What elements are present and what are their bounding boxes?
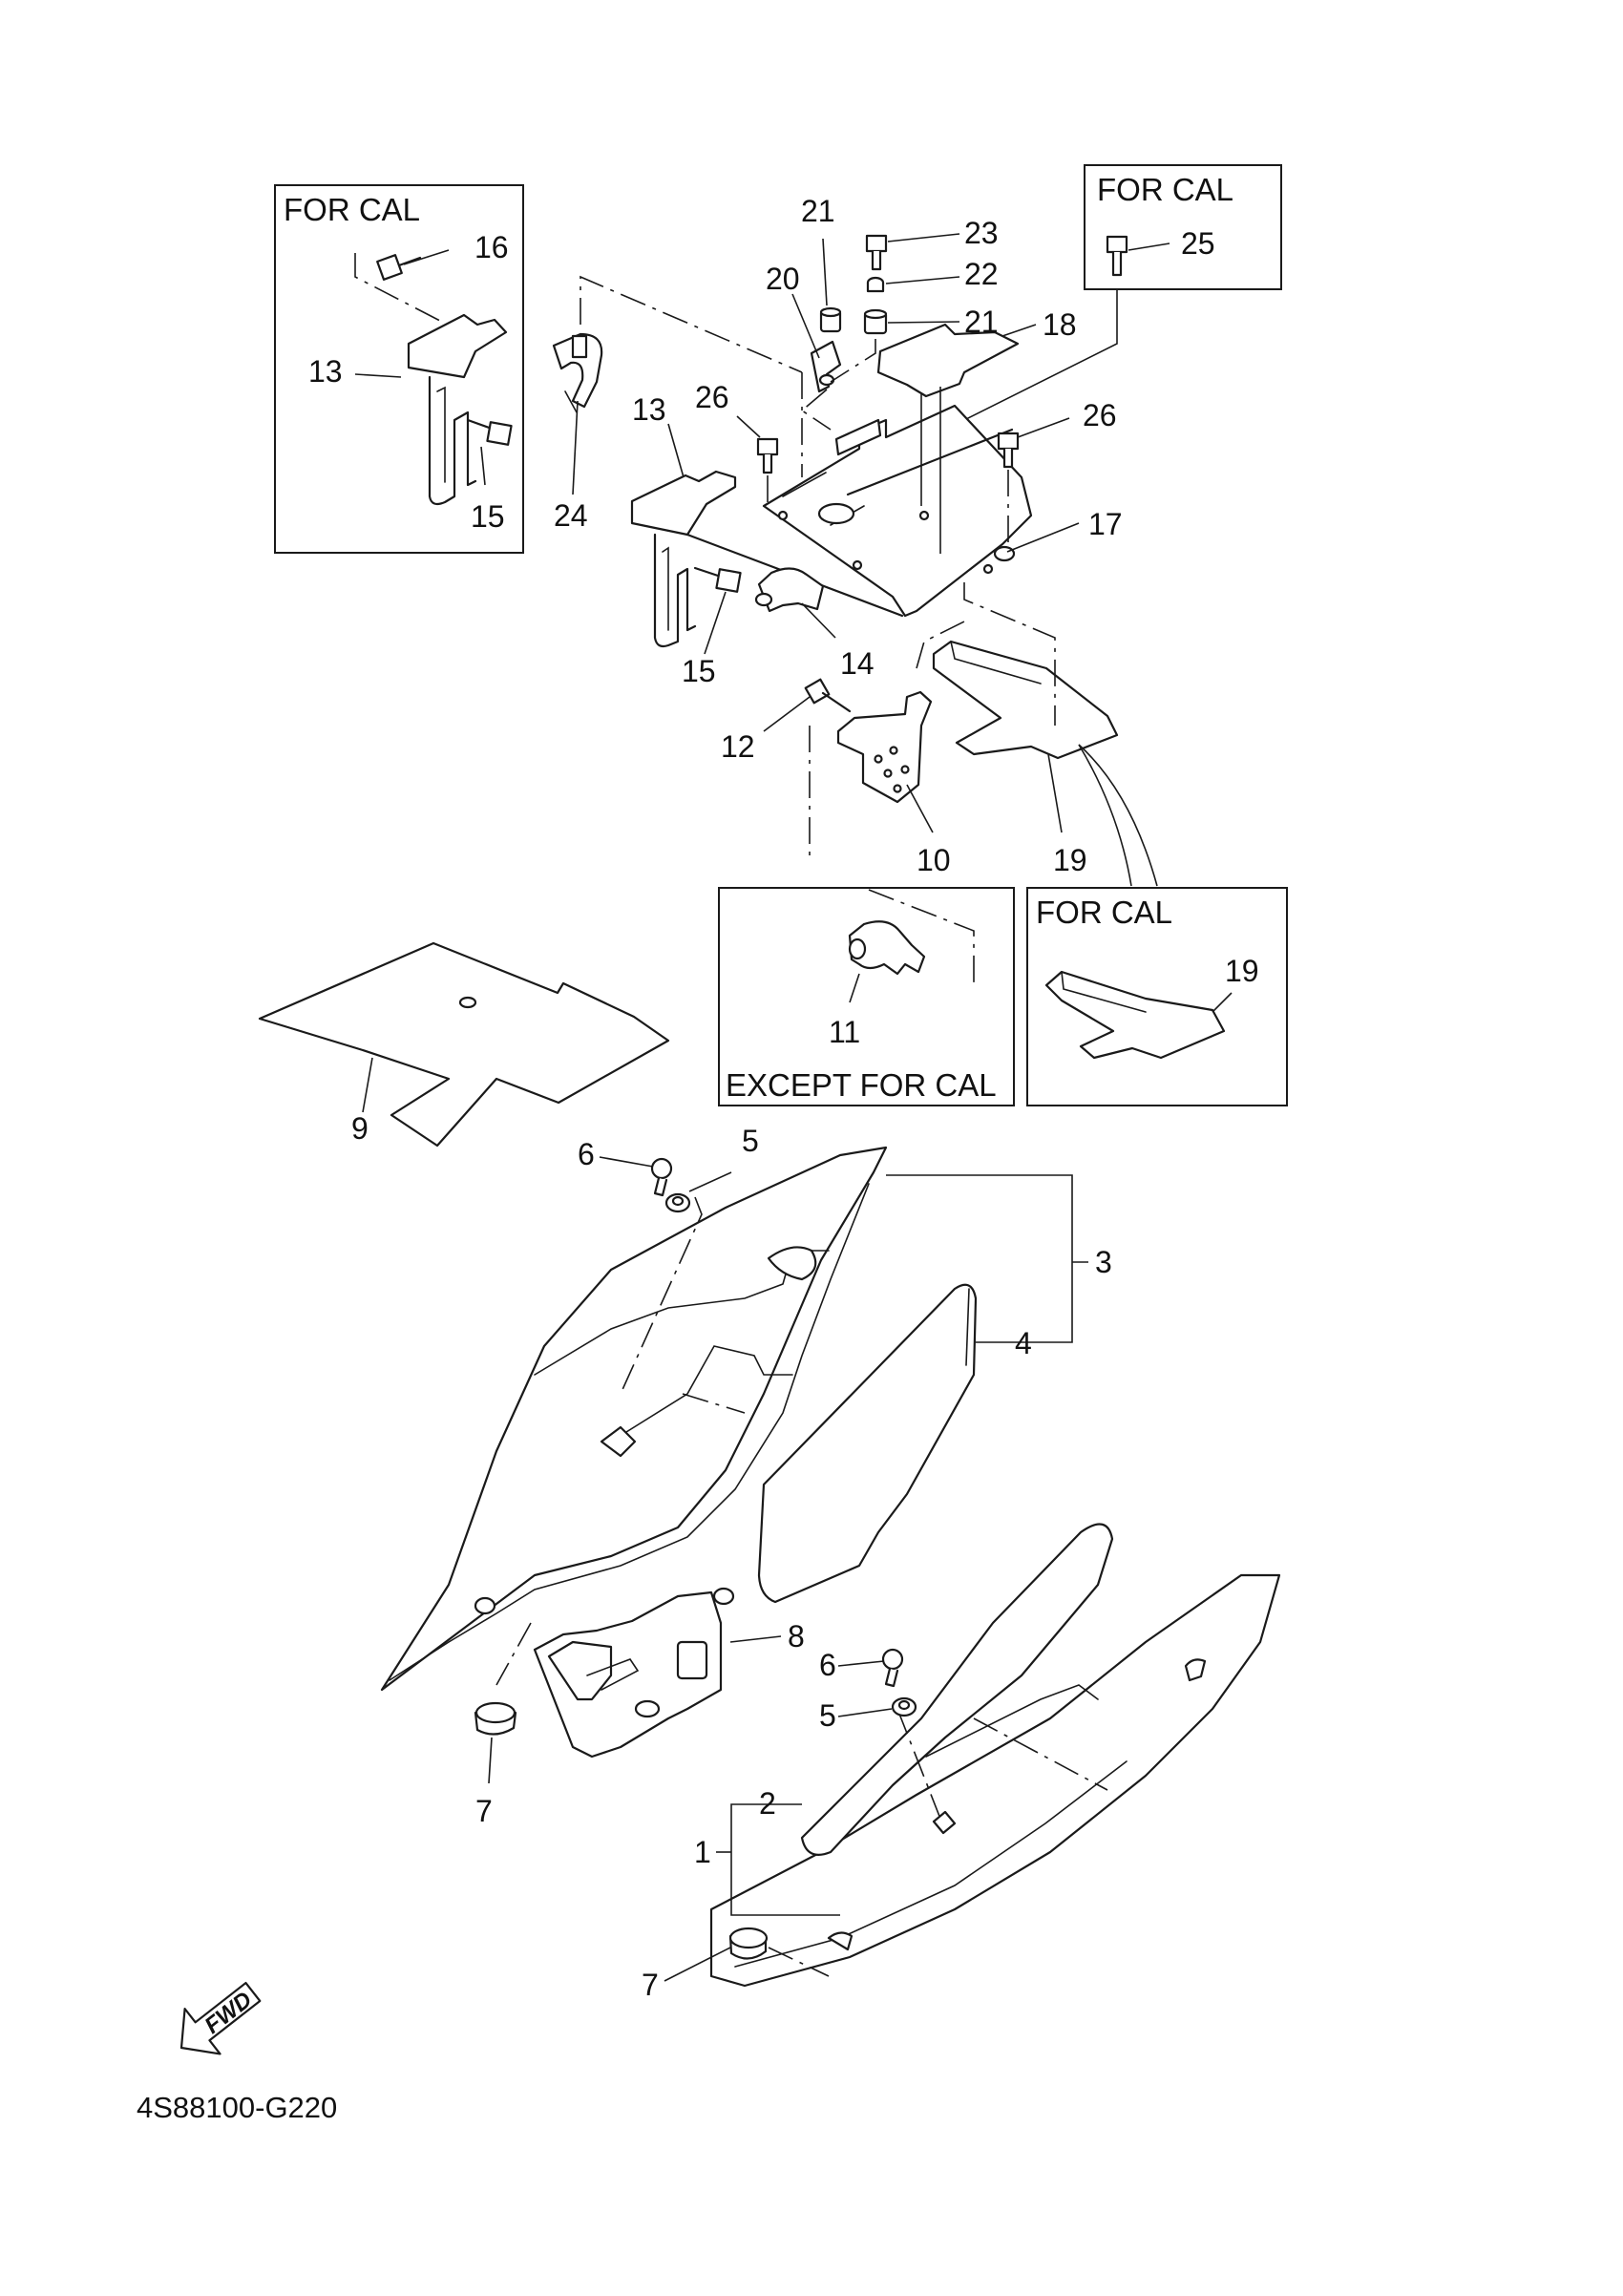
callout-11: 11	[829, 1015, 860, 1049]
inset-for-cal-right: FOR CAL 25	[830, 164, 1282, 488]
callout-14: 14	[840, 646, 875, 681]
panel-2-icon	[800, 1523, 1114, 1856]
callout-15-left: 15	[471, 499, 505, 534]
inset-for-cal-lower: FOR CAL 19	[1026, 887, 1288, 1106]
washer-5-lower-icon	[891, 1696, 917, 1717]
screw-6-lower-icon	[881, 1648, 904, 1688]
callout-4: 4	[1015, 1326, 1032, 1360]
shield-19-icon	[932, 640, 1119, 760]
grommet-21-right-icon	[863, 308, 888, 335]
callout-9: 9	[351, 1111, 369, 1146]
inset-label: EXCEPT FOR CAL	[726, 1067, 997, 1103]
callout-12: 12	[721, 729, 755, 764]
panel-4-icon	[757, 1283, 978, 1604]
callout-6-upper: 6	[578, 1137, 595, 1171]
washer-5-upper-icon	[664, 1192, 691, 1213]
callout-19-main: 19	[1053, 843, 1087, 877]
callout-13-left: 13	[308, 354, 343, 389]
callout-26-left: 26	[695, 380, 729, 414]
callout-6-lower: 6	[819, 1648, 836, 1682]
callout-21-right: 21	[964, 305, 999, 339]
callout-23: 23	[964, 216, 999, 250]
callout-17: 17	[1088, 507, 1123, 541]
bolt-25-icon	[1106, 235, 1128, 277]
clamp-11-icon	[848, 920, 926, 976]
callout-15-main: 15	[682, 654, 716, 688]
callout-3: 3	[1095, 1245, 1112, 1279]
callout-8: 8	[788, 1619, 805, 1654]
bracket-10-icon	[836, 690, 933, 804]
grommet-21-left-icon	[819, 306, 842, 333]
side-cover-1-icon	[709, 1573, 1281, 1988]
grommet-7-upper-icon	[474, 1701, 517, 1736]
callout-25: 25	[1181, 226, 1215, 261]
callout-7-upper: 7	[475, 1794, 493, 1828]
bracket-13-left-icon	[407, 313, 508, 506]
callout-5-upper: 5	[742, 1124, 759, 1158]
plate-18-icon	[876, 323, 1037, 554]
collar-20-icon	[810, 340, 842, 393]
bracket-8-icon	[533, 1587, 735, 1759]
bolt-23-icon	[865, 234, 888, 271]
fwd-arrow-icon: FWD	[179, 1981, 262, 2055]
callout-22: 22	[964, 257, 999, 291]
clamp-14-icon	[754, 567, 825, 613]
inset-label: FOR CAL	[1036, 895, 1172, 930]
callout-2: 2	[759, 1786, 776, 1821]
callout-26-right: 26	[1083, 398, 1117, 432]
callout-19-cal: 19	[1225, 954, 1259, 988]
washer-22-icon	[866, 276, 885, 293]
callout-24: 24	[554, 498, 588, 533]
clamp-24-icon	[552, 332, 603, 413]
bracket-13-main-icon	[630, 470, 737, 648]
inset-for-cal-left: FOR CAL 13 16 15	[274, 184, 524, 554]
diagram-code: 4S88100-G220	[137, 2091, 337, 2124]
callout-7-lower: 7	[642, 1968, 659, 2002]
mat-9-icon	[258, 941, 670, 1148]
callout-21-left: 21	[801, 194, 835, 228]
bolt-16-icon	[354, 253, 467, 335]
bolt-12-icon	[804, 678, 852, 713]
bolt-15-main-icon	[693, 566, 742, 593]
bolt-26-right-icon	[997, 432, 1020, 469]
callout-13-main: 13	[632, 392, 666, 427]
callout-20: 20	[766, 262, 800, 296]
screw-6-upper-icon	[650, 1157, 673, 1197]
grommet-7-lower-icon	[728, 1927, 769, 1960]
shield-19-cal-icon	[1044, 970, 1226, 1060]
side-cover-3-icon	[380, 1146, 888, 1692]
callout-18: 18	[1043, 307, 1077, 342]
callout-1: 1	[694, 1835, 711, 1869]
inset-label: FOR CAL	[284, 192, 420, 227]
callout-5-lower: 5	[819, 1698, 836, 1733]
callout-16: 16	[474, 230, 509, 264]
inset-except-for-cal: 11 EXCEPT FOR CAL	[718, 887, 1015, 1106]
bolt-26-left-icon	[756, 437, 779, 474]
callout-10: 10	[917, 843, 951, 877]
inset-label: FOR CAL	[1097, 172, 1233, 207]
bolt-15-left-icon	[466, 418, 513, 446]
